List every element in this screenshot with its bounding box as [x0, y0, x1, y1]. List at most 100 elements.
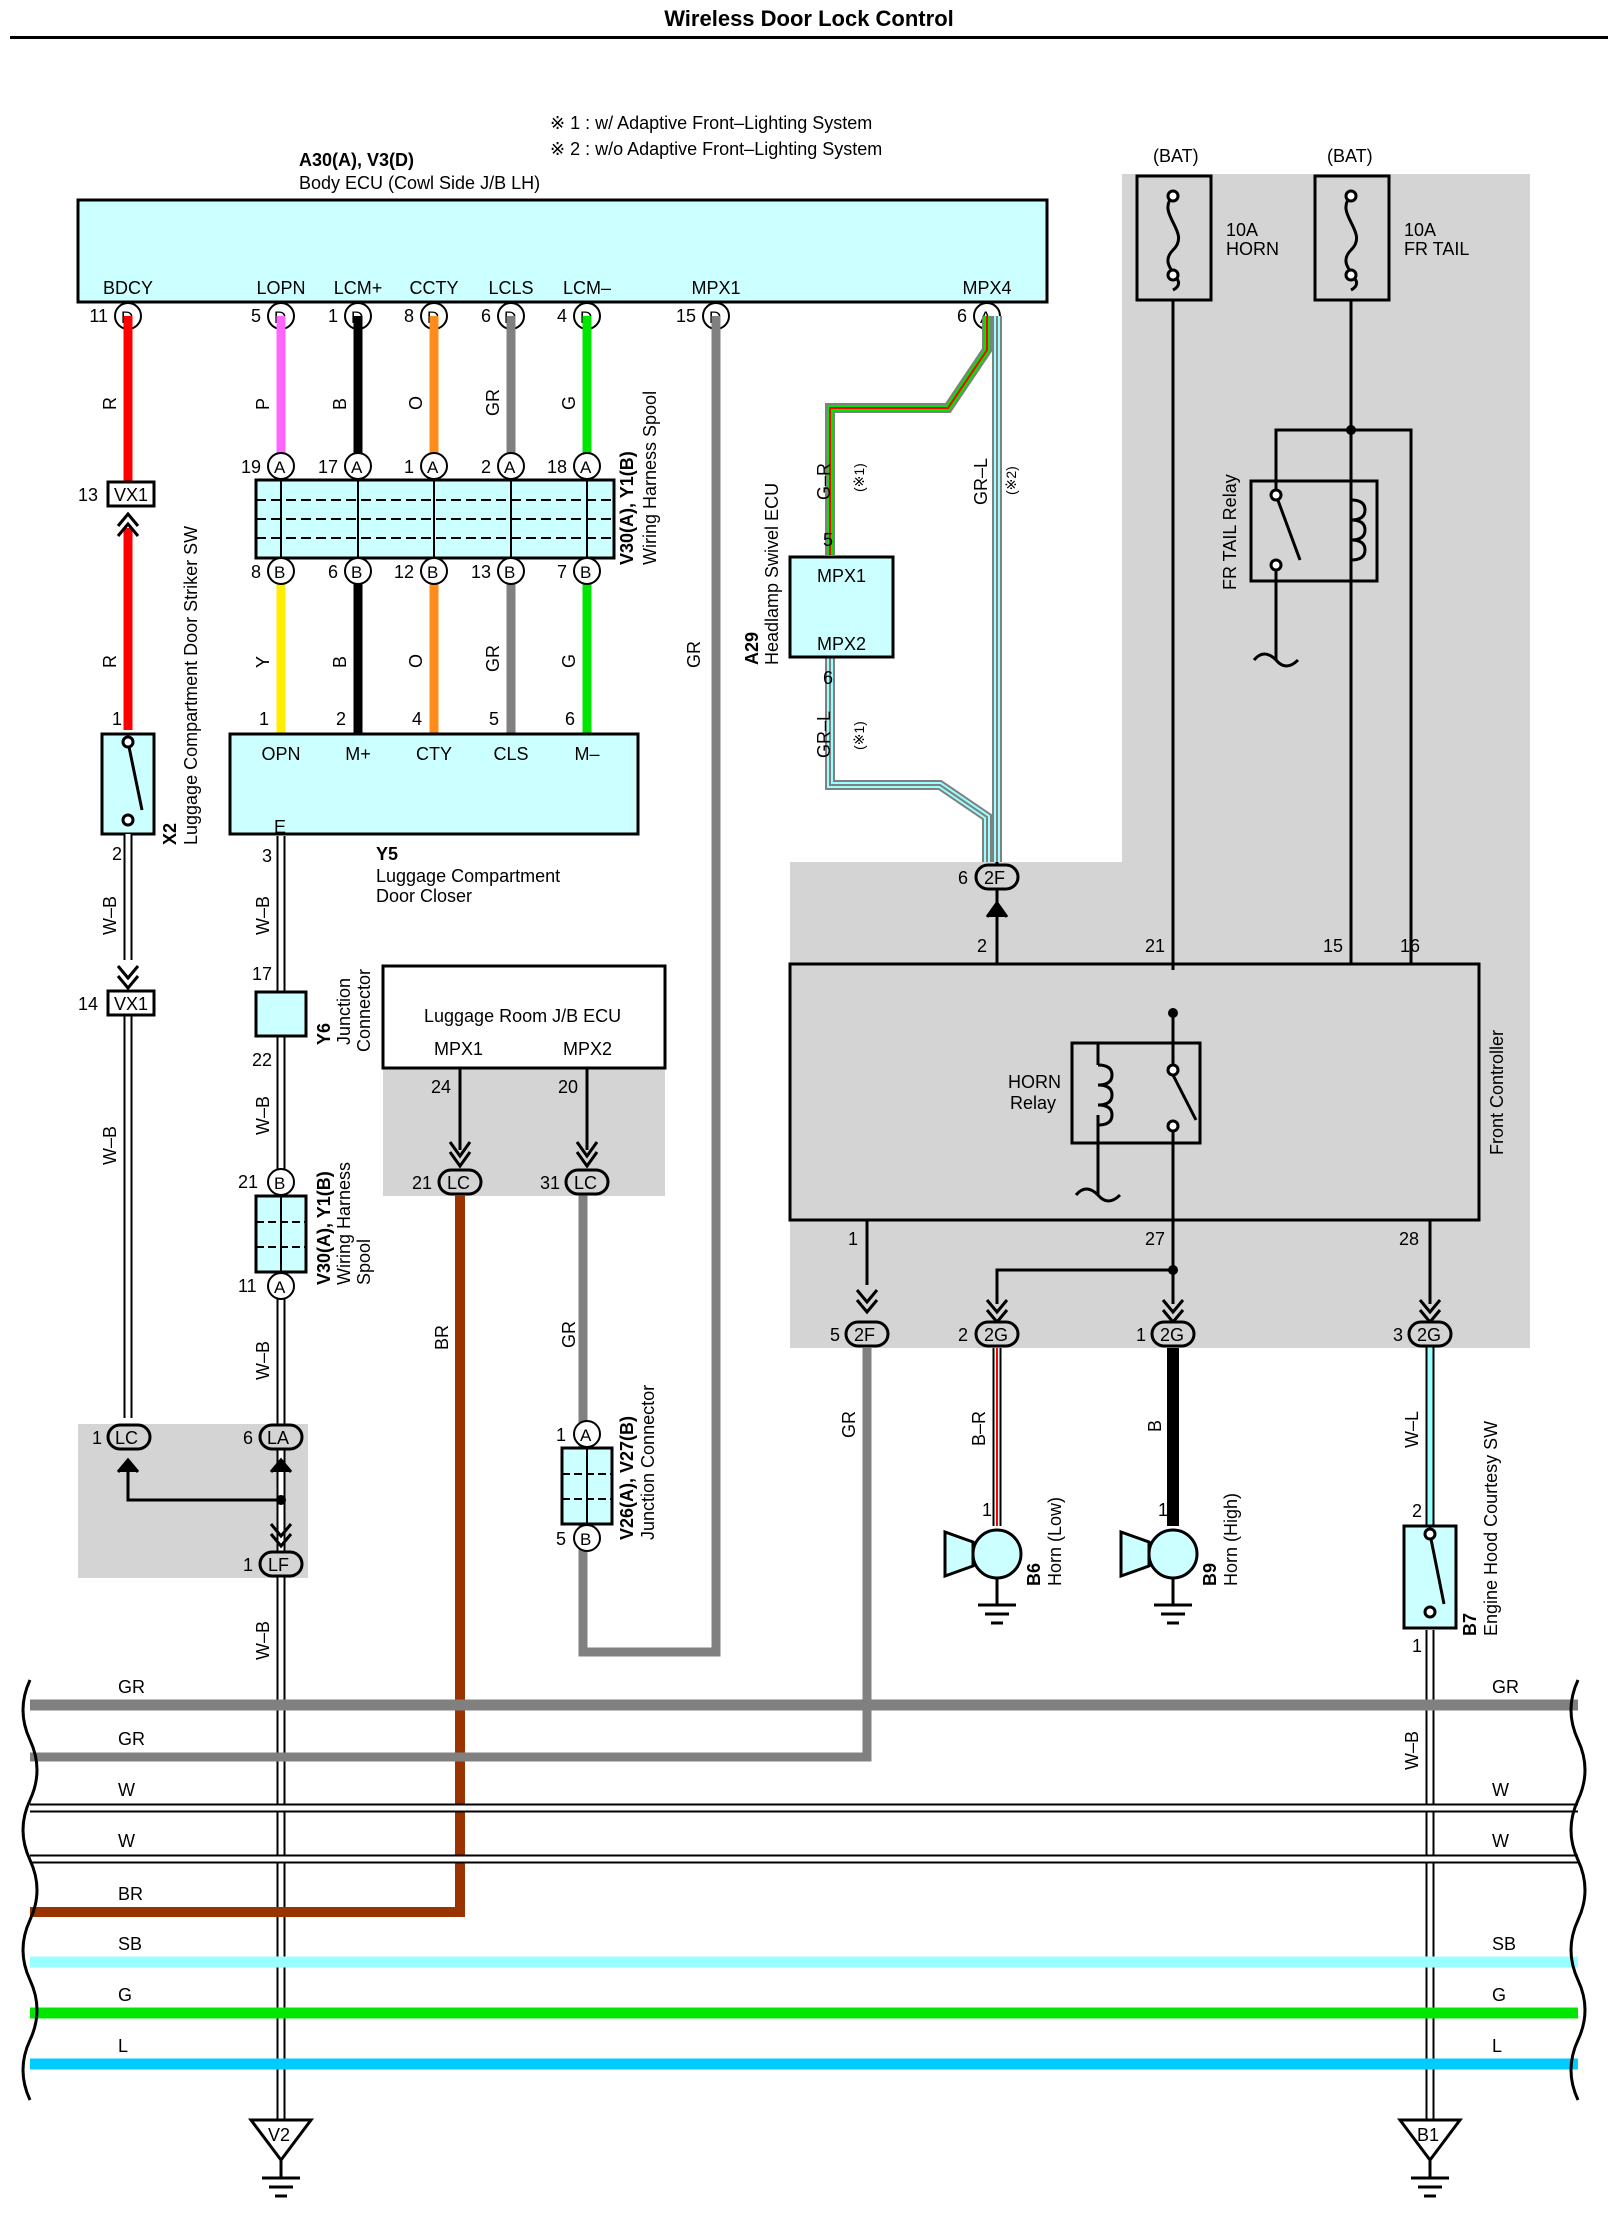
closer-pin-num: 4: [412, 709, 422, 729]
fuse-tail-rating: 10A: [1404, 220, 1436, 240]
spool-top-b-circle: [267, 557, 295, 585]
ecu-wire-labels: R R P B O GR G Y B O GR G: [100, 389, 579, 672]
striker-name: Luggage Compartment Door Striker SW: [181, 526, 201, 845]
svg-text:14: 14: [78, 994, 98, 1014]
spool-top-a-letter: A: [580, 458, 592, 477]
spool-top-a-circle: [420, 452, 448, 480]
junction-v26: A 1 B 5 V26(A), V27(B) Junction Connecto…: [556, 1385, 658, 1552]
body-ecu-code: A30(A), V3(D): [299, 150, 414, 170]
left-break-mark: [21, 1679, 39, 2101]
closer-pin-label: M–: [574, 744, 599, 764]
spool-top-b-letter: B: [351, 563, 362, 582]
page-title: Wireless Door Lock Control: [664, 6, 954, 31]
svg-text:V26(A), V27(B): V26(A), V27(B): [617, 1416, 637, 1540]
svg-text:6: 6: [243, 1428, 253, 1448]
svg-text:2G: 2G: [984, 1325, 1008, 1345]
svg-text:13: 13: [78, 485, 98, 505]
wire-label-note2: (※2): [1003, 466, 1019, 495]
svg-text:A: A: [274, 1278, 286, 1297]
fc-pin-15: 15: [1323, 936, 1343, 956]
door-closer: E 3 Y5 Luggage Compartment Door Closer: [228, 732, 640, 906]
svg-text:1: 1: [982, 1500, 992, 1520]
vx1-bottom: VX1 14: [78, 989, 156, 1017]
svg-text:1: 1: [556, 1425, 566, 1445]
fr-tail-relay-name: FR TAIL Relay: [1220, 474, 1240, 590]
luggage-jb-gray-area: [383, 1068, 665, 1196]
spool-top-a-num: 17: [318, 457, 338, 477]
ground-right: B1: [1397, 2118, 1463, 2198]
body-ecu-pin-label: LCM–: [563, 278, 611, 298]
fuse-horn-source: (BAT): [1153, 146, 1199, 166]
fr-tail-relay: FR TAIL Relay: [1220, 474, 1379, 668]
svg-text:LC: LC: [574, 1173, 597, 1193]
svg-text:Y6: Y6: [314, 1023, 334, 1045]
body-ecu-pins: BDCYD11LOPND5LCM+D1CCTYD8LCLSD6LCM–D4MPX…: [89, 278, 1012, 330]
label-o1: O: [406, 396, 426, 410]
spool-top-b-circle: [497, 557, 525, 585]
svg-text:B: B: [1145, 1420, 1165, 1432]
bus-label-right: SB: [1492, 1934, 1516, 1954]
svg-text:VX1: VX1: [114, 994, 148, 1014]
bus-label-left: L: [118, 2036, 128, 2056]
bus-label-left: SB: [118, 1934, 142, 1954]
body-ecu-pin-label: LCM+: [334, 278, 383, 298]
spool-top-b-letter: B: [427, 563, 438, 582]
closer-code: Y5: [376, 844, 398, 864]
ecu-colored-wires: [123, 316, 592, 734]
horn-high: 2G 1 B 1 B9 Horn (High): [1119, 1299, 1241, 1625]
luggage-jb-ecu: Luggage Room J/B ECU MPX1 MPX2 24 20 LC …: [381, 964, 667, 1196]
headlamp-code: A29: [742, 632, 762, 665]
svg-text:W–L: W–L: [1402, 1411, 1422, 1448]
svg-text:2: 2: [112, 844, 122, 864]
svg-text:20: 20: [558, 1077, 578, 1097]
svg-text:2: 2: [958, 1325, 968, 1345]
svg-text:W–B: W–B: [253, 1096, 273, 1135]
svg-text:Connector: Connector: [354, 969, 374, 1052]
spool-top-a-letter: A: [504, 458, 516, 477]
horn-relay-name-2: Relay: [1010, 1093, 1056, 1113]
svg-text:VX1: VX1: [114, 485, 148, 505]
headlamp-mpx1: MPX1: [817, 566, 866, 586]
svg-text:B7: B7: [1460, 1613, 1480, 1636]
label-g1: G: [559, 396, 579, 410]
body-ecu-name: Body ECU (Cowl Side J/B LH): [299, 173, 540, 193]
bus-label-right: GR: [1492, 1677, 1519, 1697]
closer-pin-num: 1: [259, 709, 269, 729]
svg-text:MPX2: MPX2: [563, 1039, 612, 1059]
spool-top-a-num: 18: [547, 457, 567, 477]
striker-code: X2: [160, 823, 180, 845]
connector-2f-6: 2F 6: [958, 863, 1020, 918]
svg-text:5: 5: [556, 1529, 566, 1549]
body-ecu-pin-label: MPX1: [691, 278, 740, 298]
bus-label-right: W: [1492, 1780, 1509, 1800]
svg-text:B: B: [580, 1530, 591, 1549]
label-gr2: GR: [483, 645, 503, 672]
note-1: ※ 1 : w/ Adaptive Front–Lighting System: [550, 113, 872, 133]
spool-top-a-letter: A: [427, 458, 439, 477]
svg-text:1: 1: [243, 1555, 253, 1575]
fc-pin-28: 28: [1399, 1229, 1419, 1249]
label-r1: R: [100, 397, 120, 410]
svg-text:LC: LC: [115, 1428, 138, 1448]
mpx4-wires: [825, 316, 1002, 862]
svg-text:21: 21: [412, 1173, 432, 1193]
body-ecu-pin-num: 11: [89, 306, 108, 326]
spool-top-b-num: 13: [471, 562, 491, 582]
fc-pin-21: 21: [1145, 936, 1165, 956]
closer-pin-num: 2: [336, 709, 346, 729]
svg-text:31: 31: [540, 1173, 560, 1193]
spool-top-a-num: 2: [481, 457, 491, 477]
svg-text:2F: 2F: [854, 1325, 875, 1345]
svg-text:B6: B6: [1024, 1563, 1044, 1586]
closer-pin-label: M+: [345, 744, 371, 764]
wb-labels: W–B W–B W–B W–B W–B W–B W–B W–L: [100, 896, 1422, 1770]
svg-text:11: 11: [238, 1276, 257, 1296]
horn-relay-box: [1070, 1041, 1202, 1145]
svg-text:6: 6: [958, 868, 968, 888]
svg-text:Horn (Low): Horn (Low): [1045, 1497, 1065, 1586]
body-ecu-pin-num: 4: [557, 306, 567, 326]
connector-2f-5: 2F 5: [830, 1289, 890, 1348]
